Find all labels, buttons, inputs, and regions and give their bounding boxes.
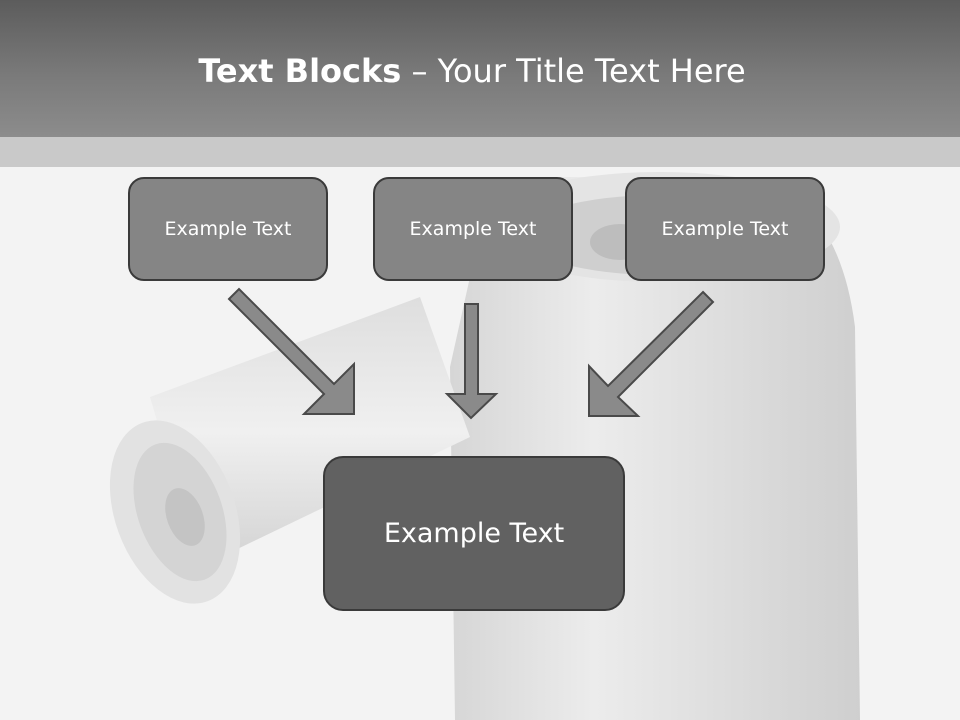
text-block-main-label: Example Text	[383, 518, 565, 549]
slide-title: Text Blocks – Your Title Text Here	[0, 52, 944, 90]
text-block-1[interactable]: Example Text	[128, 177, 328, 281]
title-bold-part: Text Blocks	[198, 52, 402, 90]
title-underline-band	[0, 137, 960, 167]
text-block-1-label: Example Text	[164, 218, 292, 240]
text-block-2[interactable]: Example Text	[373, 177, 573, 281]
title-bar	[0, 0, 960, 137]
text-block-2-label: Example Text	[409, 218, 537, 240]
text-block-3-label: Example Text	[661, 218, 789, 240]
text-block-main[interactable]: Example Text	[323, 456, 625, 611]
title-regular-part: – Your Title Text Here	[401, 52, 746, 90]
text-block-3[interactable]: Example Text	[625, 177, 825, 281]
